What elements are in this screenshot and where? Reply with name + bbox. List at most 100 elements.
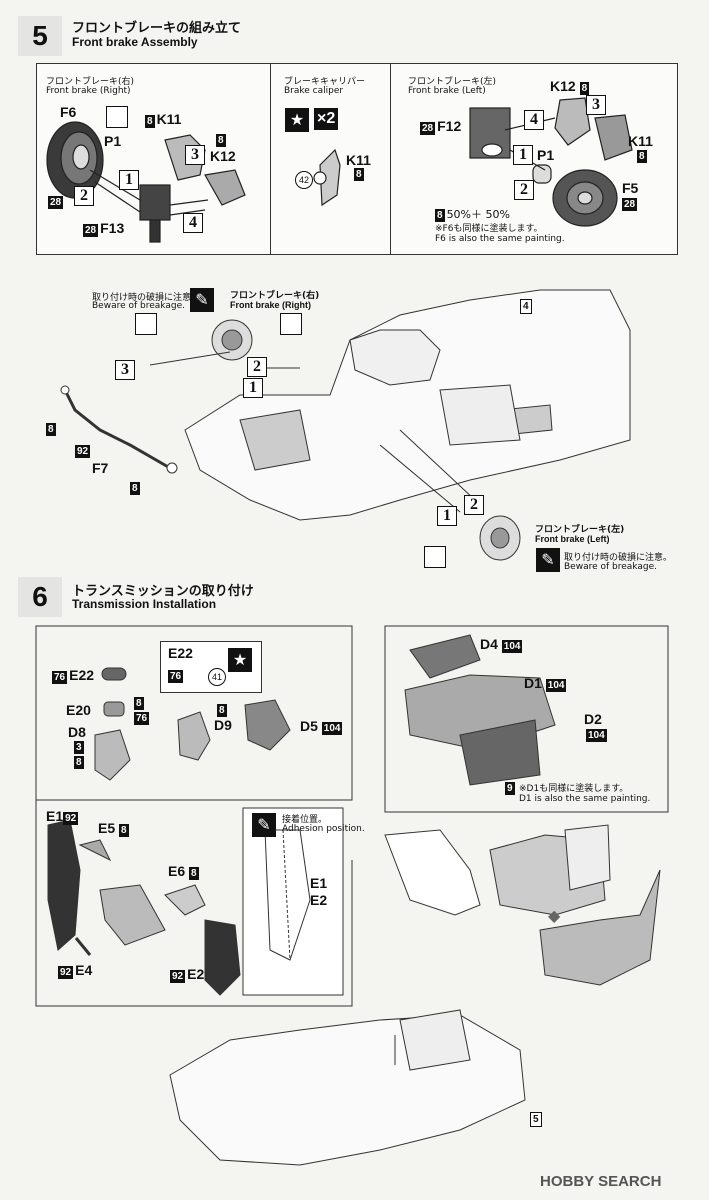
e20-color-76: 76 (134, 712, 150, 725)
color-28-badge: 28 (48, 196, 64, 209)
part-f5: F5 (622, 180, 639, 196)
d9-color-8: 8 (217, 704, 227, 717)
part-f7: F7 (92, 460, 109, 476)
assembly-right-jp: フロントブレーキ(右) (230, 291, 320, 301)
down-arrow-icon: ◆ (548, 908, 561, 925)
step-marker-2: 2 (74, 186, 94, 206)
d8-color-8: 8 (74, 756, 84, 769)
no-glue-icon-2 (135, 313, 157, 335)
part-d1: D1 104 (524, 675, 567, 692)
asm-left-marker-1: 1 (437, 506, 457, 526)
part-d9: D9 (214, 717, 232, 733)
right-title-en: Front brake (Right) (46, 86, 131, 96)
asm-marker-3: 3 (115, 360, 135, 380)
right-title-jp: フロントブレーキ(右) (46, 77, 135, 87)
warn-en: Beware of breakage. (92, 301, 185, 311)
part-f6: F6 (60, 104, 77, 120)
step-marker-3-left: 3 (586, 95, 606, 115)
adhesion-en: Adhesion position. (282, 824, 365, 834)
left-color-8: 8 (637, 150, 647, 163)
part-k11-caliper: K11 (346, 152, 371, 168)
decal-42: 42 (295, 171, 313, 189)
glue-icon: ✎ (190, 288, 214, 312)
part-d2: D2 (584, 711, 602, 727)
step5-title-en: Front brake Assembly (72, 35, 198, 49)
d1-note-en: D1 is also the same painting. (519, 794, 651, 804)
glue-icon-left: ✎ (536, 548, 560, 572)
step-marker-1-left: 1 (513, 145, 533, 165)
star-icon: ★ (285, 108, 309, 132)
left-title-jp: フロントブレーキ(左) (408, 77, 497, 87)
step-marker-1: 1 (119, 170, 139, 190)
glue-icon-adhesion: ✎ (252, 813, 276, 837)
warn-left-en: Beware of breakage. (564, 562, 657, 572)
ref-step-5: 5 (530, 1112, 542, 1127)
d8-color-3: 3 (74, 741, 84, 754)
step-marker-2-left: 2 (514, 180, 534, 200)
part-k12-right: K12 (210, 148, 236, 164)
asm-color-8b: 8 (130, 482, 140, 495)
watermark: HOBBY SEARCH (540, 1173, 662, 1190)
part-k11-left: K11 (628, 133, 653, 149)
d1-note-jp: ※D1も同様に塗装します。 (519, 784, 629, 794)
e22-color-76: 76 (168, 670, 184, 683)
star-icon-2: ★ (228, 648, 252, 672)
adhesion-parts: E1 E2 (310, 875, 328, 908)
caliper-count: ×2 (314, 108, 339, 130)
asm-marker-2: 2 (247, 357, 267, 377)
assembly-right-en: Front brake (Right) (230, 300, 311, 310)
d1-color-9: 9 (505, 782, 515, 795)
part-p1-left: P1 (537, 147, 555, 163)
caliper-color-8: 8 (354, 168, 364, 181)
asm-color-8: 8 (46, 423, 56, 436)
part-k12-left: K12 8 (550, 78, 590, 95)
part-d4: D4 104 (480, 636, 523, 653)
ref-step-4: 4 (520, 299, 532, 314)
e20-color-8: 8 (134, 697, 144, 710)
asm-marker-1: 1 (243, 378, 263, 398)
step-number-6: 6 (18, 577, 62, 617)
d2-color-104: 104 (586, 729, 607, 742)
part-e5: E5 8 (98, 820, 129, 837)
color-8-badge: 8 (216, 134, 226, 147)
caliper-title-en: Brake caliper (284, 86, 344, 96)
step-number-5: 5 (18, 16, 62, 56)
assembly-left-jp: フロントブレーキ(左) (535, 525, 625, 535)
asm-left-marker-2: 2 (464, 495, 484, 515)
part-d5: D5 104 (300, 718, 343, 735)
no-glue-icon-3 (280, 313, 302, 335)
adhesion-jp: 接着位置。 (282, 815, 328, 825)
assembly-left-en: Front brake (Left) (535, 534, 610, 544)
no-glue-icon-4 (424, 546, 446, 568)
part-e20: E20 (66, 702, 91, 718)
part-d8: D8 (68, 724, 86, 740)
left-color-28: 28 (622, 198, 638, 211)
front-brake-left-panel (390, 63, 678, 255)
left-note-en: F6 is also the same painting. (435, 234, 565, 244)
step6-title-jp: トランスミッションの取り付け (72, 584, 254, 599)
asm-color-92: 92 (75, 445, 91, 458)
step-marker-4: 4 (183, 213, 203, 233)
decal-41: 41 (208, 668, 226, 686)
no-glue-icon (106, 106, 128, 128)
step-marker-3: 3 (185, 145, 205, 165)
step5-title-jp: フロントブレーキの組み立て (72, 21, 242, 36)
left-note-jp: ※F6も同様に塗装します。 (435, 224, 543, 234)
caliper-title-jp: ブレーキキャリパー (284, 77, 366, 87)
step6-title-en: Transmission Installation (72, 597, 217, 611)
part-e6: E6 8 (168, 863, 199, 880)
part-e22-detail: E22 (168, 645, 193, 661)
step-marker-4-left: 4 (524, 110, 544, 130)
left-title-en: Front brake (Left) (408, 86, 486, 96)
warn-left-jp: 取り付け時の破損に注意。 (564, 553, 673, 563)
warn-jp: 取り付け時の破損に注意。 (92, 293, 201, 303)
